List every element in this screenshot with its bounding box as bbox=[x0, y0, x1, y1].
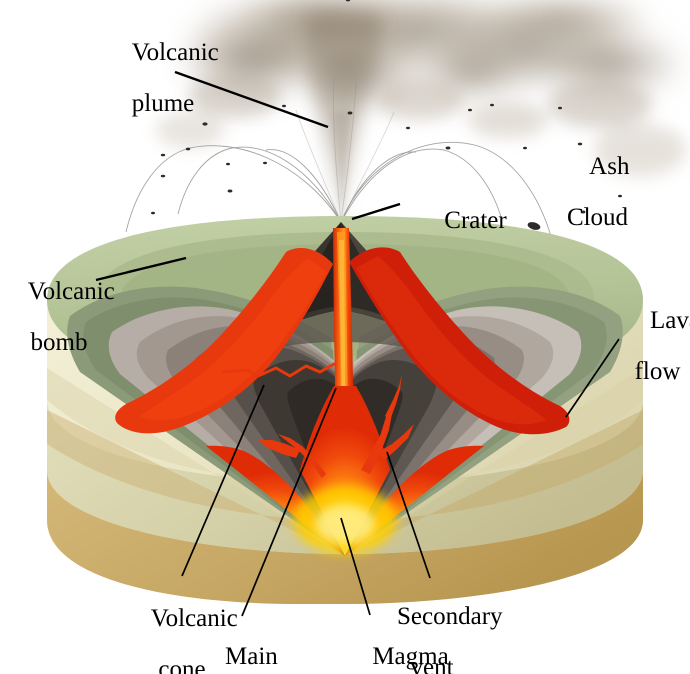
leader-volcanic-plume bbox=[174, 70, 329, 129]
label-crater-line1: Crater bbox=[444, 206, 507, 234]
secondary-vent-shape bbox=[258, 374, 414, 478]
label-volcanic-bomb: Volcanic bomb bbox=[0, 253, 118, 406]
leader-lines bbox=[95, 70, 401, 282]
label-volcanic-cone-line1: Volcanic bbox=[150, 604, 238, 632]
label-volcanic-plume: Volcanic plume bbox=[78, 14, 248, 167]
label-secondary-vent-line2: vent bbox=[410, 653, 454, 674]
label-volcanic-plume-line1: Volcanic bbox=[131, 38, 219, 66]
leader-lines-thin bbox=[181, 338, 620, 617]
leader-crater bbox=[351, 202, 401, 221]
plume-inner-haze bbox=[332, 112, 352, 225]
ballistic-arcs bbox=[125, 77, 553, 241]
label-secondary-vent: Secondary vent bbox=[372, 578, 503, 674]
label-magma-chamber-line1: Magma bbox=[372, 642, 449, 670]
label-lava-flow-line2: flow bbox=[634, 357, 681, 385]
label-ash-cloud-line2: Cloud bbox=[566, 203, 629, 231]
label-secondary-vent-line1: Secondary bbox=[397, 602, 503, 630]
leader-volcanic-cone bbox=[181, 384, 265, 577]
label-ash-cloud: Ash Cloud bbox=[540, 128, 655, 281]
label-ash-cloud-line1: Ash bbox=[589, 152, 630, 180]
label-magma-chamber: Magma chamber bbox=[338, 618, 458, 674]
label-lava-flow: Lava flow bbox=[625, 282, 690, 435]
label-volcanic-bomb-line1: Volcanic bbox=[27, 277, 115, 305]
leader-volcanic-bomb bbox=[95, 256, 187, 282]
label-main-vent: Main vent bbox=[200, 618, 278, 674]
label-volcanic-plume-line2: plume bbox=[131, 89, 195, 117]
leader-magma-chamber bbox=[340, 517, 371, 616]
ash-cloud-wisps bbox=[156, 74, 686, 176]
lava-flow-right bbox=[349, 247, 570, 435]
label-crater: Crater bbox=[408, 182, 518, 259]
label-volcanic-cone-line2: cone bbox=[158, 655, 206, 674]
surface-lava-crack bbox=[221, 362, 346, 378]
leader-main-vent bbox=[241, 387, 337, 617]
label-volcanic-cone: Volcanic cone bbox=[118, 580, 246, 674]
magma-chamber-shape bbox=[206, 386, 484, 556]
label-lava-flow-line1: Lava bbox=[650, 306, 690, 334]
label-main-vent-line1: Main bbox=[225, 642, 278, 670]
lava-flow-left bbox=[115, 248, 333, 434]
leader-secondary-vent bbox=[386, 451, 431, 579]
label-volcanic-bomb-line2: bomb bbox=[30, 328, 88, 356]
leader-lava-flow bbox=[565, 338, 620, 418]
